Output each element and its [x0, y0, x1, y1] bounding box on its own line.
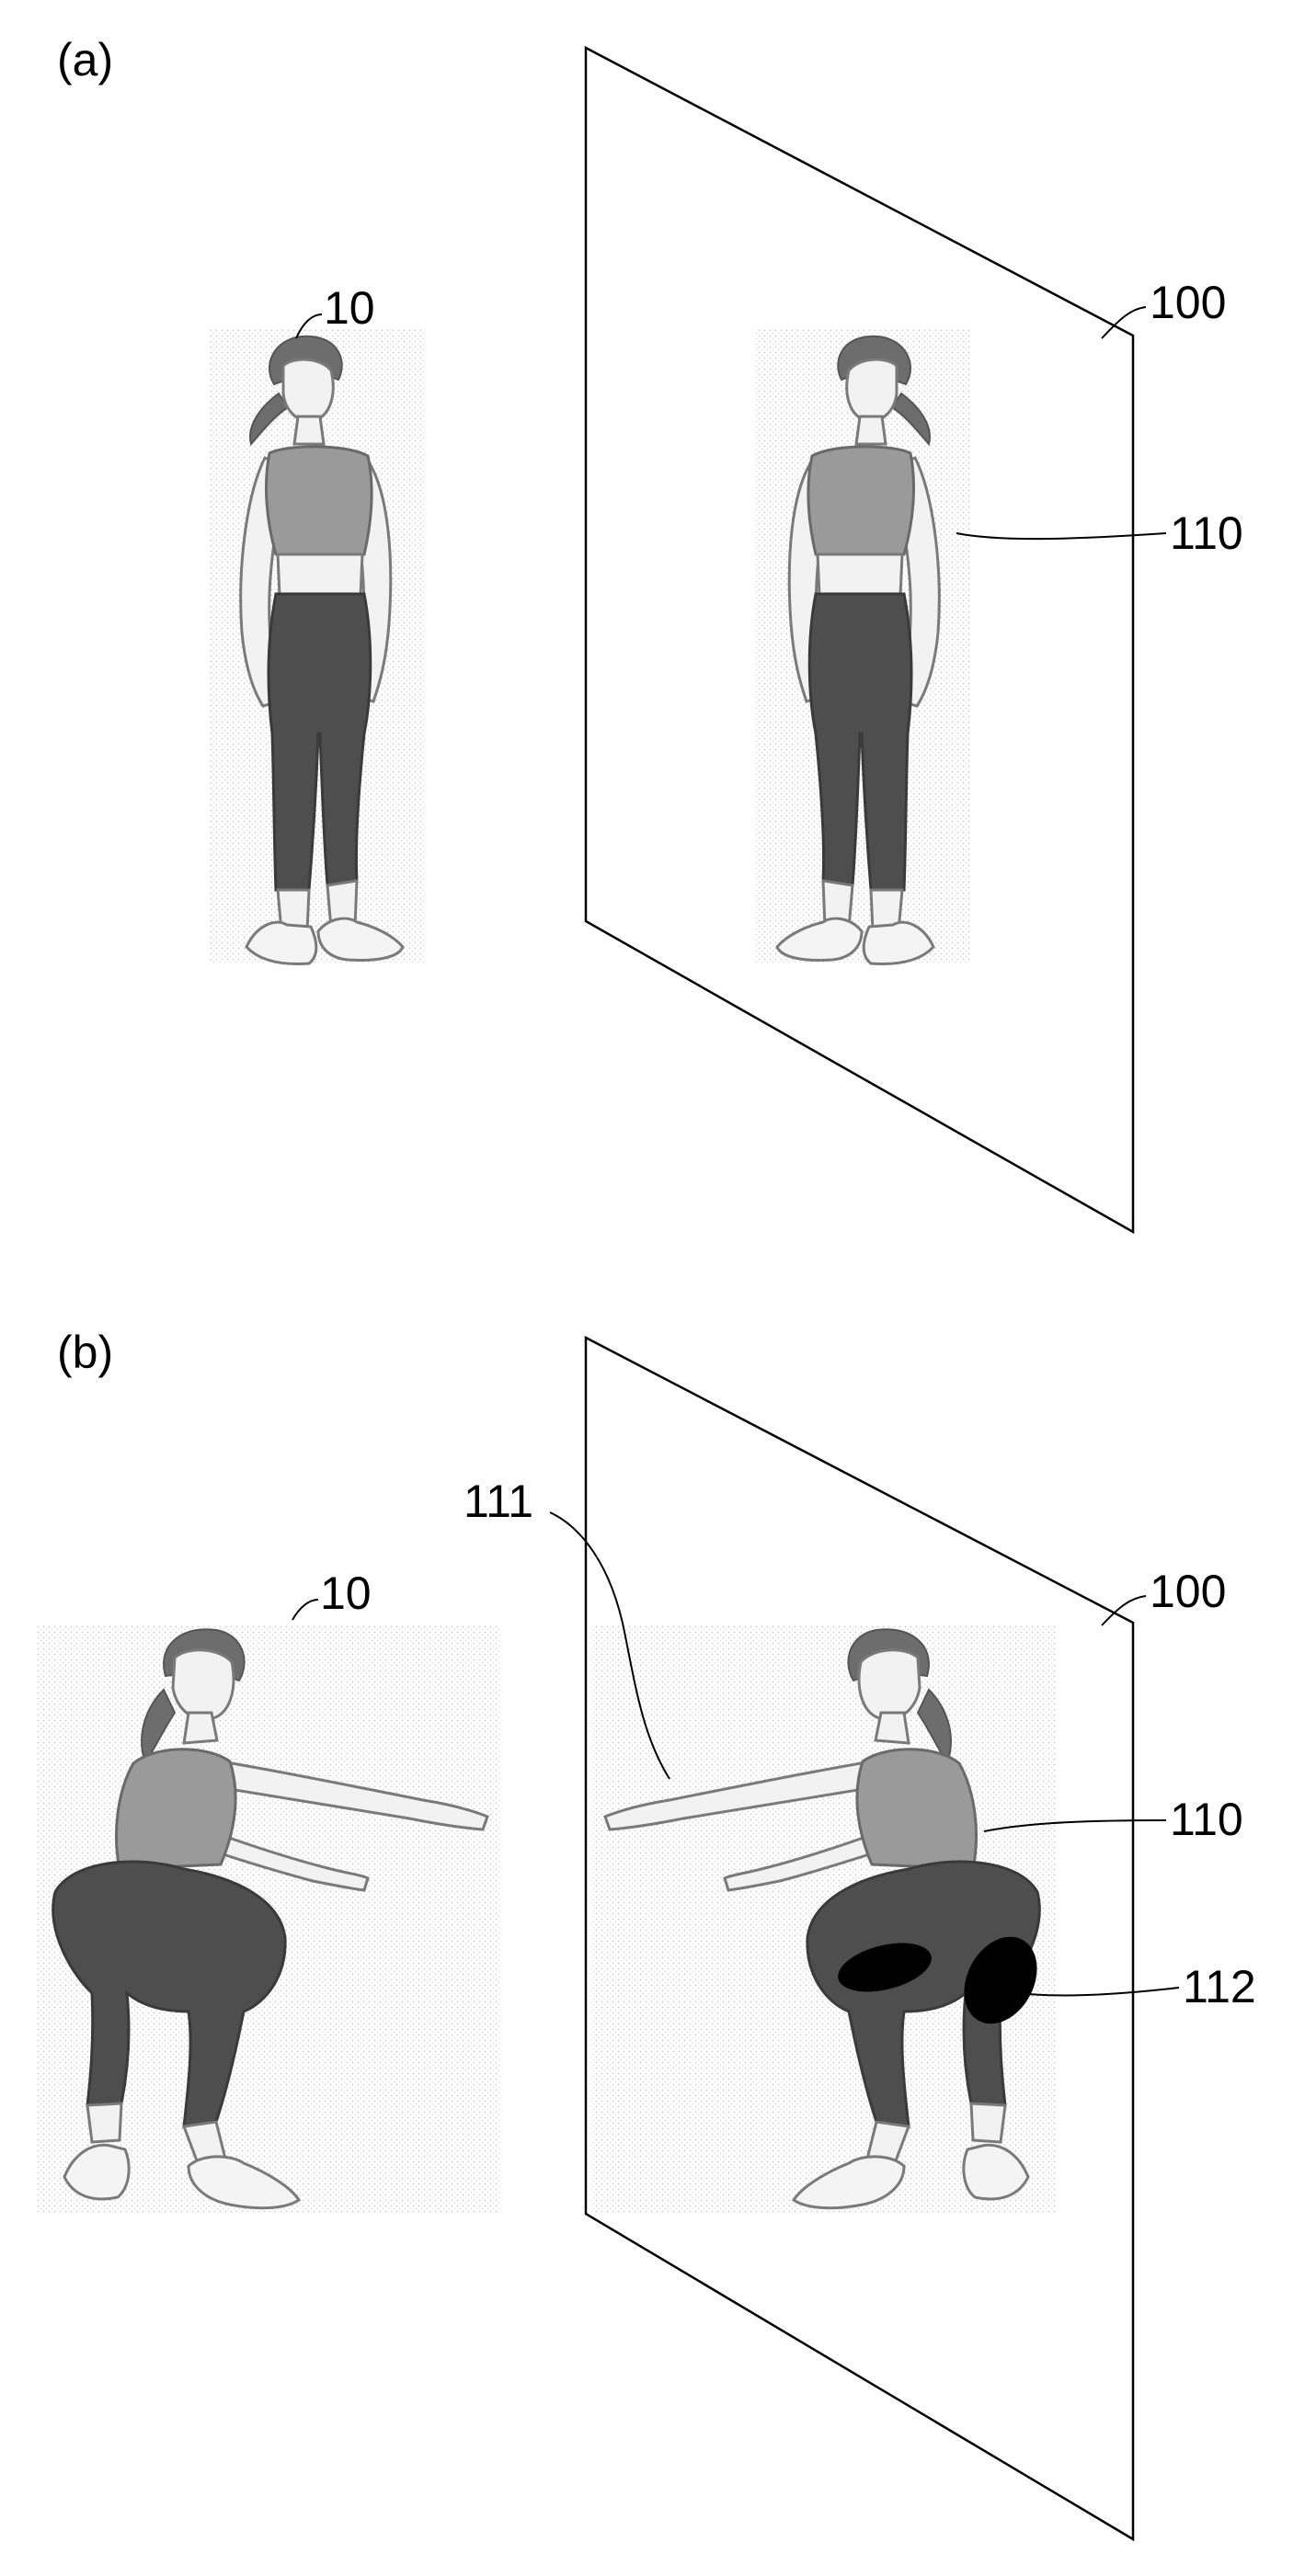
- reflection-figure-a: [754, 329, 970, 963]
- label-reflection-b: 110: [1170, 1794, 1243, 1845]
- reflection-figure-b: [591, 1625, 1056, 2214]
- label-mirror-b: 100: [1150, 1566, 1226, 1617]
- label-user-b: 10: [320, 1567, 372, 1619]
- panel-a-label: (a): [57, 34, 113, 85]
- label-highlight: 112: [1183, 1961, 1256, 2012]
- user-figure-a: [210, 329, 426, 963]
- label-user-a: 10: [324, 282, 375, 334]
- leader-user-b: [292, 1600, 318, 1620]
- label-reflection-a: 110: [1170, 507, 1243, 559]
- leader-reflection-a: [956, 533, 1166, 539]
- label-mirror-a: 100: [1150, 277, 1226, 328]
- user-figure-b: [37, 1625, 501, 2214]
- panel-b-label: (b): [57, 1327, 113, 1378]
- label-arm: 111: [464, 1476, 533, 1527]
